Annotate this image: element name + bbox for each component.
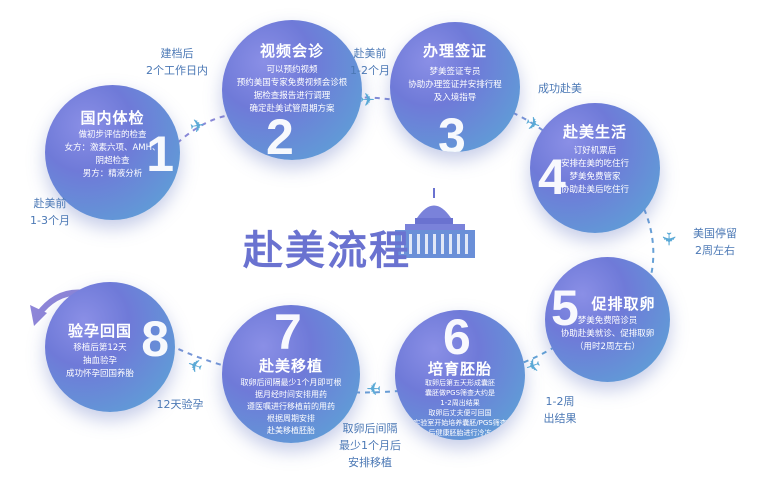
step-description: 梦美免费陪诊员协助赴美就诊、促排取卵 （用时2周左右） bbox=[560, 316, 655, 352]
connector-label: 12天验孕 bbox=[156, 398, 204, 411]
step-number: 5 bbox=[551, 280, 579, 336]
connector-label: 1-2周出结果 bbox=[543, 395, 577, 425]
step-4-circle: 赴美生活 订好机票后安排在美的吃住行 梦美免费管家协助赴美后吃住行 4 bbox=[530, 103, 660, 233]
step-title: 办理签证 bbox=[422, 42, 487, 60]
step-title: 促排取卵 bbox=[591, 295, 656, 313]
step-2-circle: 视频会诊 可以预约视频预约美国专家免费视频会诊根 据检查报告进行调理确定赴美试管… bbox=[222, 20, 362, 160]
main-title: 赴美流程 bbox=[243, 228, 411, 274]
step-number: 6 bbox=[443, 310, 471, 365]
step-title: 培育胚胎 bbox=[427, 360, 492, 378]
step-description: 梦美签证专员协助办理签证并安排行程 及入境指导 bbox=[408, 67, 502, 103]
step-description: 做初步评估的检查女方：激素六项、AMH、 阴超检查男方：精液分析 bbox=[64, 130, 161, 179]
step-number: 3 bbox=[438, 108, 466, 152]
airplane-icon: ✈ bbox=[657, 231, 679, 247]
step-1-circle: 国内体检 做初步评估的检查女方：激素六项、AMH、 阴超检查男方：精液分析 1 bbox=[45, 85, 180, 220]
step-3-circle: 办理签证 梦美签证专员协助办理签证并安排行程 及入境指导 3 bbox=[390, 22, 520, 152]
step-title: 视频会诊 bbox=[259, 42, 324, 60]
connector-label: 取卵后间隔最少1个月后安排移植 bbox=[339, 422, 401, 469]
step-title: 验孕回国 bbox=[67, 322, 132, 340]
step-description: 订好机票后安排在美的吃住行 梦美免费管家协助赴美后吃住行 bbox=[560, 146, 629, 195]
step-7-circle: 赴美移植 取卵后间隔最少1个月即可根据月经时间安排用药 遵医嘱进行移植前的用药根… bbox=[222, 305, 360, 443]
step-description: 可以预约视频预约美国专家免费视频会诊根 据检查报告进行调理确定赴美试管周期方案 bbox=[236, 65, 348, 114]
airplane-icon: ✈ bbox=[360, 90, 376, 111]
airplane-icon: ✈ bbox=[188, 114, 207, 139]
step-title: 赴美移植 bbox=[258, 357, 323, 375]
step-5-circle: 促排取卵 梦美免费陪诊员协助赴美就诊、促排取卵 （用时2周左右） 5 bbox=[545, 257, 670, 382]
step-title: 赴美生活 bbox=[562, 123, 627, 141]
step-number: 8 bbox=[141, 311, 169, 367]
step-description: 取卵后间隔最少1个月即可根据月经时间安排用药 遵医嘱进行移植前的用药根据周期安排… bbox=[240, 378, 342, 435]
airplane-icon: ✈ bbox=[366, 377, 382, 398]
step-6-circle: 培育胚胎 取卵后第五天形成囊胚囊胚做PGS筛查大约是 1-2周出结果取卵后丈夫便… bbox=[395, 310, 525, 440]
step-number: 1 bbox=[146, 126, 174, 182]
step-title: 国内体检 bbox=[80, 109, 145, 127]
connector-label: 成功赴美 bbox=[538, 82, 582, 95]
capitol-building-icon bbox=[395, 188, 475, 258]
step-number: 7 bbox=[274, 305, 302, 360]
step-description: 移植后第12天抽血验孕 成功怀孕回国养胎 bbox=[65, 343, 134, 379]
step-description: 取卵后第五天形成囊胚囊胚做PGS筛查大约是 1-2周出结果取卵后丈夫便可回国 实… bbox=[413, 379, 507, 437]
step-number: 2 bbox=[266, 109, 294, 160]
step-number: 4 bbox=[538, 149, 566, 205]
step-8-circle: 验孕回国 移植后第12天抽血验孕 成功怀孕回国养胎 8 bbox=[45, 282, 175, 412]
